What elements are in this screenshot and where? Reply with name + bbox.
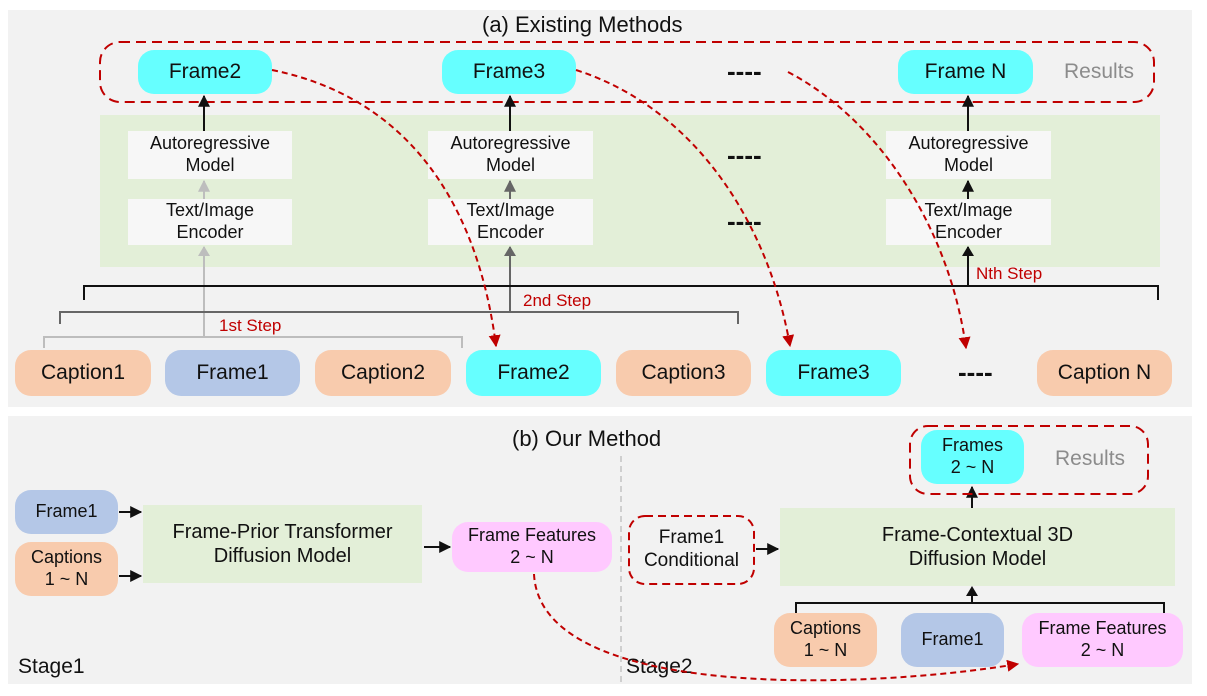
frame-prior-transformer: Frame-Prior Transformer Diffusion Model <box>143 505 422 583</box>
stage2-frame-features: Frame Features 2 ~ N <box>1022 613 1183 667</box>
feedback-frame3 <box>575 69 795 348</box>
encoder-dashes: ---- <box>727 206 762 236</box>
frames-output: Frames 2 ~ N <box>921 430 1024 484</box>
stage2-label: Stage2 <box>626 655 693 678</box>
input-caption2: Caption2 <box>315 350 451 396</box>
feedback-features-to-stage2 <box>533 573 1020 682</box>
stage1-captions: Captions 1 ~ N <box>15 542 118 596</box>
bracket-1st-step <box>43 247 463 348</box>
frame1-conditional: Frame1 Conditional <box>643 527 740 571</box>
text-image-encoder-1: Text/Image Encoder <box>128 199 292 245</box>
results-label-top: Results <box>1064 60 1135 83</box>
frame1-conditional-dashed-box <box>628 515 755 585</box>
autoregressive-model-1: Autoregressive Model <box>128 131 292 179</box>
stage1-frame1: Frame1 <box>15 490 118 534</box>
existing-methods-title: (a) Existing Methods <box>482 12 683 37</box>
stage2-frame1: Frame1 <box>901 613 1004 667</box>
bracket-2nd-step <box>59 247 739 324</box>
input-caption1: Caption1 <box>15 350 151 396</box>
autoregressive-model-2: Autoregressive Model <box>428 131 593 179</box>
results-dashed-box-bottom <box>909 425 1149 495</box>
feedback-frame-n <box>787 71 971 350</box>
frame-contextual-3d-model: Frame-Contextual 3D Diffusion Model <box>780 508 1175 586</box>
input-frame1: Frame1 <box>165 350 300 396</box>
input-caption-n: Caption N <box>1037 350 1172 396</box>
input-frame2: Frame2 <box>466 350 601 396</box>
result-frame-n: Frame N <box>898 50 1033 94</box>
result-frame2: Frame2 <box>138 50 272 94</box>
text-image-encoder-n: Text/Image Encoder <box>886 199 1051 245</box>
step-label-1st: 1st Step <box>219 316 282 335</box>
result-dashes: ---- <box>727 56 762 86</box>
step-label-2nd: 2nd Step <box>523 291 592 310</box>
results-label-bottom: Results <box>1055 447 1126 470</box>
stage2-captions: Captions 1 ~ N <box>774 613 877 667</box>
model-dashes: ---- <box>727 140 762 170</box>
bracket-nth-step <box>83 247 1159 300</box>
autoregressive-model-n: Autoregressive Model <box>886 131 1051 179</box>
result-frame3: Frame3 <box>442 50 576 94</box>
input-frame3: Frame3 <box>766 350 901 396</box>
results-dashed-box-top <box>99 41 1155 103</box>
our-method-title: (b) Our Method <box>512 426 662 451</box>
bracket-stage2-inputs <box>795 590 1165 613</box>
text-image-encoder-2: Text/Image Encoder <box>428 199 593 245</box>
stage1-label: Stage1 <box>18 655 85 678</box>
input-dashes: ---- <box>958 357 993 387</box>
stage1-frame-features: Frame Features 2 ~ N <box>452 522 612 572</box>
input-caption3: Caption3 <box>616 350 751 396</box>
step-label-nth: Nth Step <box>976 264 1043 283</box>
feedback-frame2 <box>271 69 501 348</box>
